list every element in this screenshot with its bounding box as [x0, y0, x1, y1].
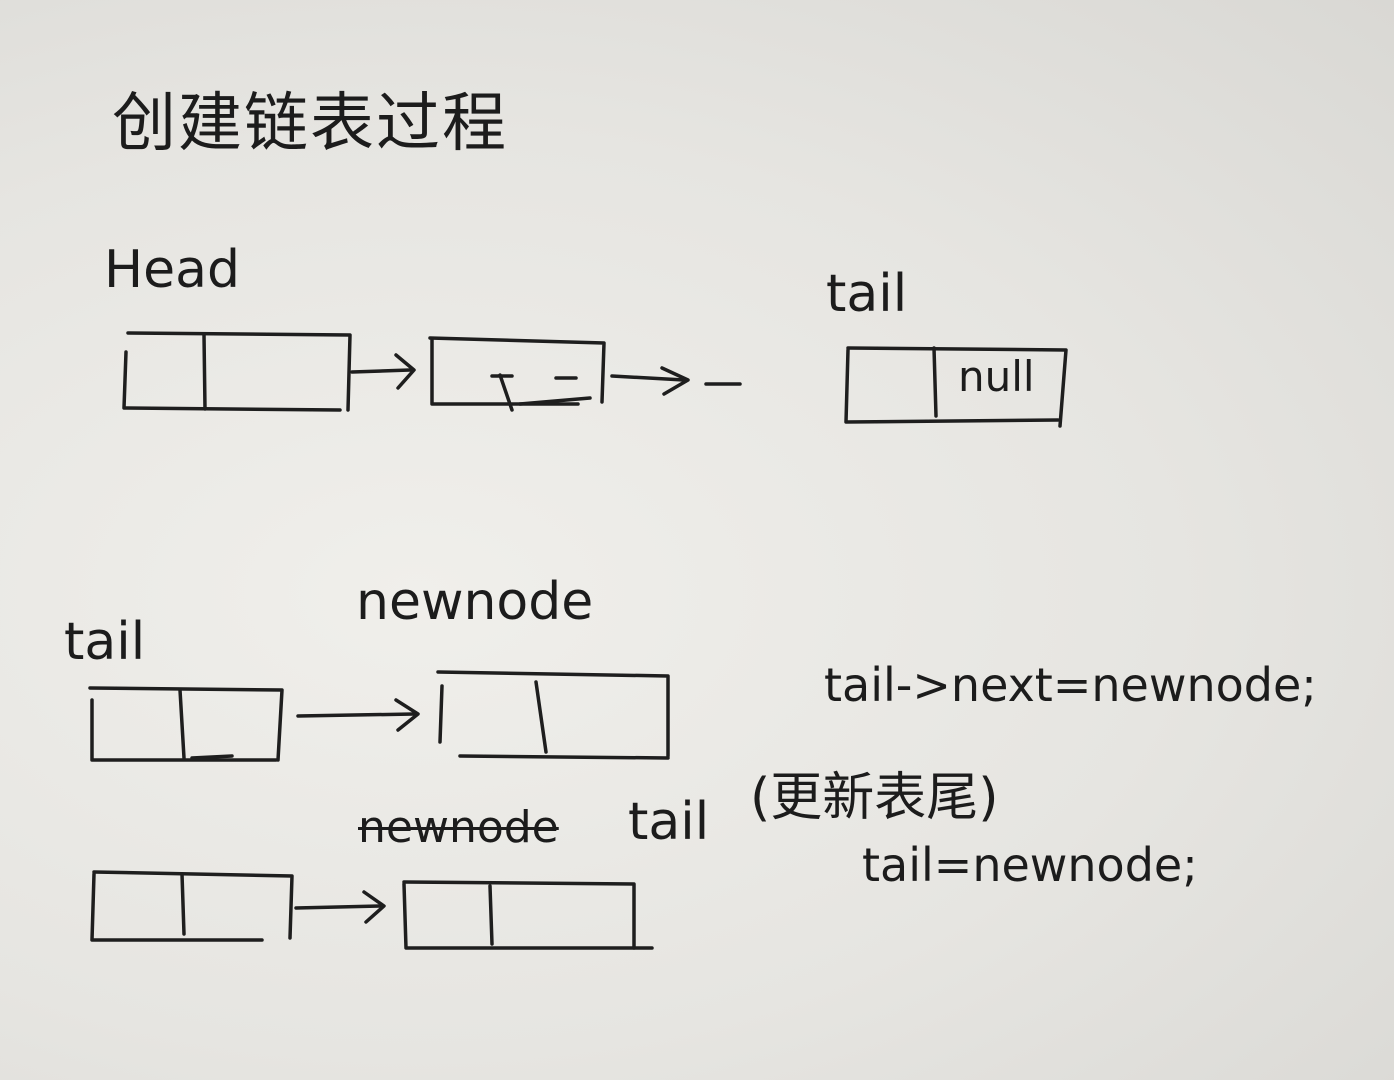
struck-newnode-label: newnode: [358, 802, 559, 853]
tail-label-3: tail: [628, 792, 710, 852]
old-tail-node: [90, 870, 294, 942]
arrow-middle-to-ellipsis: [610, 366, 742, 396]
tail-node-2: [88, 686, 284, 762]
newnode-label: newnode: [356, 572, 594, 632]
head-label: Head: [104, 240, 240, 300]
update-tail-note: (更新表尾): [750, 768, 999, 828]
tail-label-2: tail: [64, 612, 146, 672]
new-tail-node: [402, 880, 654, 950]
code-assign-next: tail->next=newnode;: [824, 658, 1317, 712]
arrow-head-to-node2: [350, 353, 416, 390]
arrow-to-new-tail: [294, 890, 386, 924]
page-title: 创建链表过程: [112, 87, 508, 161]
null-value: null: [958, 352, 1035, 401]
head-node: [122, 331, 352, 412]
tail-label-1: tail: [826, 264, 908, 324]
middle-node: [428, 336, 606, 412]
arrow-tail-to-newnode: [296, 698, 420, 732]
newnode-node: [436, 670, 670, 760]
code-assign-tail: tail=newnode;: [862, 838, 1198, 892]
tail-node-1: [844, 346, 1068, 428]
